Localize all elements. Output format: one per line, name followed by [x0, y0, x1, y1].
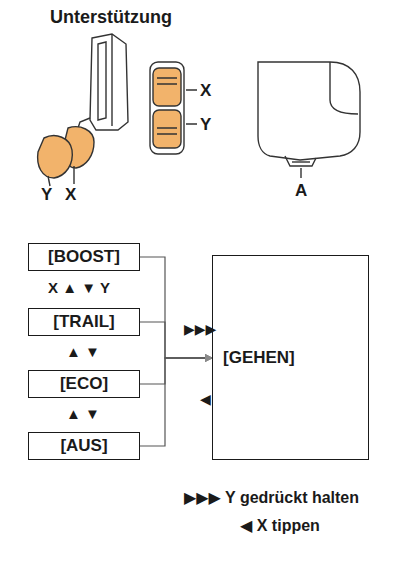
- legend-entry: ▶▶▶ Y gedrückt halten: [184, 490, 359, 506]
- bracket-connector: [140, 358, 212, 446]
- arrow-symbol: X ▲ ▼ Y: [48, 280, 110, 295]
- arrow-symbol: ◀: [200, 392, 211, 406]
- bracket-connector: [140, 358, 212, 384]
- arrow-symbol: ▶▶▶: [184, 322, 216, 336]
- mode-box: [GEHEN]: [212, 255, 369, 460]
- part-letter: X: [200, 82, 211, 99]
- arrow-symbol: ▲ ▼: [66, 406, 100, 421]
- legend-entry: ◀ X tippen: [240, 518, 320, 534]
- node-label: [BOOST]: [48, 247, 120, 267]
- node-label: [GEHEN]: [223, 348, 295, 368]
- display-unit: [258, 62, 360, 178]
- part-letter: Y: [41, 186, 52, 203]
- part-letter: Y: [200, 116, 211, 133]
- assist-level-box: [TRAIL]: [28, 308, 140, 336]
- assist-level-box: [ECO]: [28, 370, 140, 398]
- shifter-lever: [38, 34, 128, 186]
- node-label: [TRAIL]: [53, 312, 114, 332]
- bracket-connector: [140, 257, 212, 358]
- node-label: [ECO]: [60, 374, 108, 394]
- arrow-symbol: ▲ ▼: [66, 344, 100, 359]
- assist-level-box: [AUS]: [28, 432, 140, 460]
- part-letter: X: [65, 186, 76, 203]
- assist-switch: [150, 62, 197, 154]
- part-letter: A: [295, 182, 307, 199]
- assist-level-box: [BOOST]: [28, 243, 140, 271]
- node-label: [AUS]: [60, 436, 107, 456]
- title: Unterstützung: [50, 8, 172, 26]
